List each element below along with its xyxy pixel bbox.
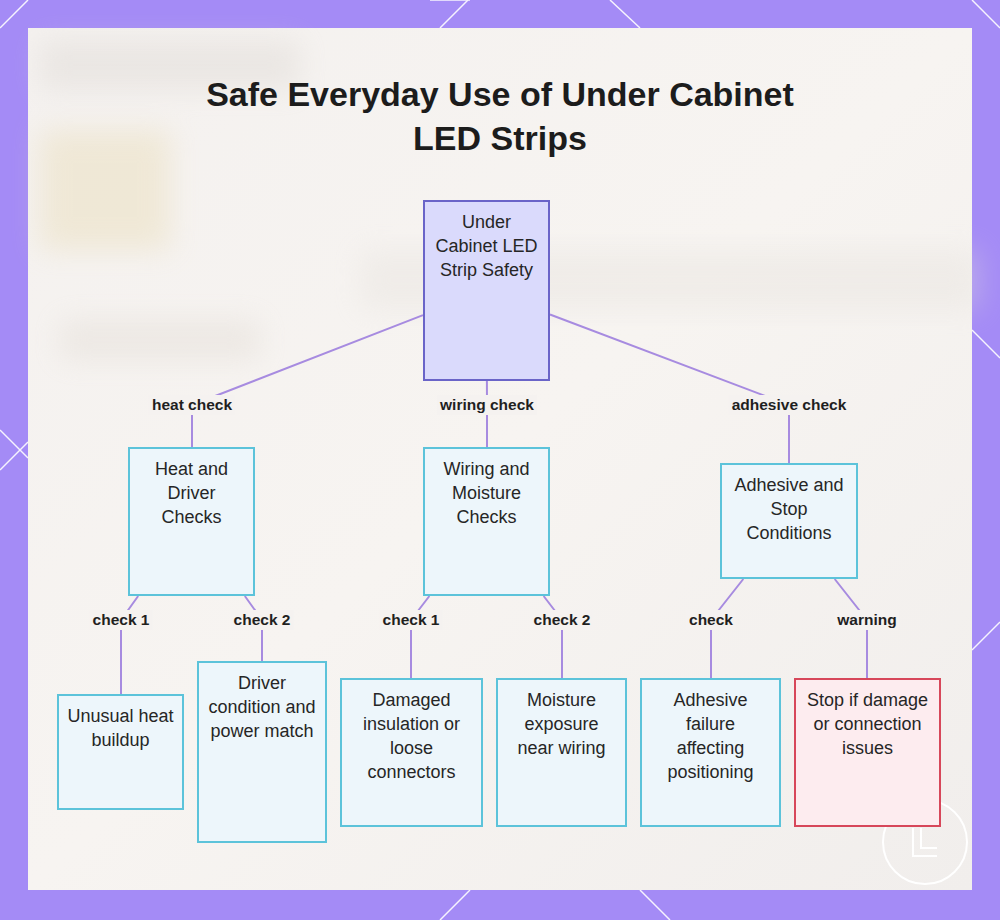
edge-label: check (686, 610, 736, 630)
node-text: Heat and Driver Checks (138, 457, 245, 529)
edge-label: check 2 (531, 610, 594, 630)
check-box: Damaged insulation or loose connectors (340, 678, 483, 827)
node-text: Stop if damage or connection issues (804, 688, 931, 760)
node-text: Moisture exposure near wiring (506, 688, 617, 760)
check-box: Adhesive failure affecting positioning (640, 678, 781, 827)
check-box: Driver condition and power match (197, 661, 327, 843)
connector-line (192, 315, 423, 447)
edge-label: check 1 (380, 610, 443, 630)
node-text: Adhesive failure affecting positioning (650, 688, 771, 784)
connector-line (544, 596, 562, 678)
connector-line (550, 315, 789, 463)
check-box: Unusual heat buildup (57, 694, 184, 810)
edge-label: check 1 (90, 610, 153, 630)
edge-label: check 2 (231, 610, 294, 630)
node-text: Wiring and Moisture Checks (433, 457, 540, 529)
node-text: Under Cabinet LED Strip Safety (433, 210, 540, 282)
edge-label: wiring check (437, 395, 537, 415)
node-text: Adhesive and Stop Conditions (730, 473, 848, 545)
check-box: Moisture exposure near wiring (496, 678, 627, 827)
edge-label: heat check (149, 395, 235, 415)
connector-line (411, 596, 429, 678)
root-box: Under Cabinet LED Strip Safety (423, 200, 550, 381)
edge-label: warning (834, 610, 899, 630)
check-box: Heat and Driver Checks (128, 447, 255, 596)
edge-label: adhesive check (729, 395, 850, 415)
diagram-title: Safe Everyday Use of Under Cabinet LED S… (180, 72, 820, 160)
warning-box: Stop if damage or connection issues (794, 678, 941, 827)
node-text: Damaged insulation or loose connectors (350, 688, 473, 784)
node-text: Driver condition and power match (207, 671, 317, 743)
check-box: Adhesive and Stop Conditions (720, 463, 858, 579)
check-box: Wiring and Moisture Checks (423, 447, 550, 596)
node-text: Unusual heat buildup (67, 704, 174, 752)
